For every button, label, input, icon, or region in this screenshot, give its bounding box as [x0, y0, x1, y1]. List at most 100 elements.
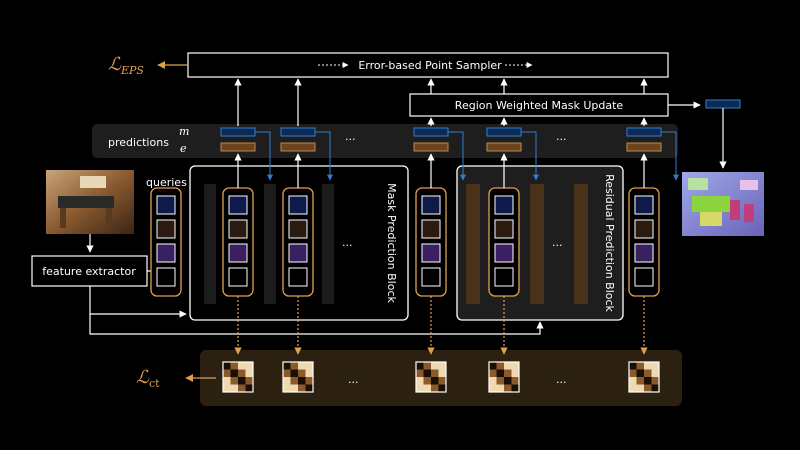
ct-matrix-cell	[245, 362, 253, 370]
ct-matrix-cell	[290, 369, 298, 377]
ct-matrix-frame	[415, 361, 447, 393]
loss-ct-sub: ct	[149, 377, 160, 390]
ct-matrix-cell	[438, 362, 446, 370]
ct-matrix-cell	[644, 377, 652, 385]
mask-prediction-token	[280, 127, 316, 137]
ct-ellipsis-2: ...	[556, 373, 567, 386]
mask-prediction-token	[413, 127, 449, 137]
mask-feedback-arrow	[521, 131, 539, 181]
error-prediction-token	[626, 142, 662, 152]
ct-matrix-cell	[223, 377, 231, 385]
ct-matrix-frame	[222, 361, 254, 393]
mask-feedback-arrow	[315, 131, 333, 181]
mask-block-label: Mask Prediction Block	[385, 183, 398, 303]
input-image	[46, 170, 134, 234]
query-cell	[288, 243, 308, 263]
ct-matrix-cell	[423, 362, 431, 370]
loss-eps: ℒEPS	[108, 54, 188, 77]
query-cell	[494, 267, 514, 287]
ct-matrix-cell	[245, 384, 253, 392]
svg-text:ℒct: ℒct	[136, 367, 160, 390]
query-column	[488, 187, 520, 297]
ct-matrix-frame	[488, 361, 520, 393]
ct-matrix-cell	[290, 362, 298, 370]
query-cell	[156, 243, 176, 263]
query-cell	[228, 219, 248, 239]
ct-matrix-cell	[305, 377, 313, 385]
mask-block-ellipsis: ...	[342, 236, 353, 249]
queries-label: queries	[146, 176, 187, 189]
ct-matrix	[282, 361, 314, 393]
query-cell	[494, 195, 514, 215]
ct-matrix-cell	[496, 384, 504, 392]
query-cell	[634, 243, 654, 263]
ct-matrix-cell	[629, 384, 637, 392]
ct-matrix-cell	[416, 384, 424, 392]
ct-matrix-cell	[283, 362, 291, 370]
ct-matrix-cell	[223, 362, 231, 370]
ct-matrix-cell	[305, 362, 313, 370]
ct-matrix-cell	[629, 369, 637, 377]
query-cell	[421, 219, 441, 239]
mask-feedback-arrow	[661, 131, 679, 181]
ct-matrix-cell	[644, 362, 652, 370]
output-segmentation-image	[682, 172, 764, 236]
ct-matrix-cell	[283, 384, 291, 392]
ct-matrix-cell	[496, 362, 504, 370]
ct-matrix-cell	[238, 377, 246, 385]
m-symbol: m	[179, 125, 189, 138]
ct-matrix-cell	[223, 384, 231, 392]
ct-matrix-cell	[290, 377, 298, 385]
ct-matrix-cell	[504, 384, 512, 392]
loss-eps-sub: EPS	[120, 64, 144, 77]
error-prediction-token	[220, 142, 256, 152]
ct-matrix-cell	[504, 377, 512, 385]
ct-matrix-cell	[238, 384, 246, 392]
ct-matrix-cell	[245, 369, 253, 377]
ct-matrix-cell	[511, 369, 519, 377]
query-column	[415, 187, 447, 297]
ct-matrix-cell	[644, 369, 652, 377]
ct-matrix-cell	[298, 384, 306, 392]
ct-matrix-cell	[431, 384, 439, 392]
query-cell	[156, 267, 176, 287]
residual-block-ellipsis: ...	[552, 236, 563, 249]
ct-matrix-cell	[629, 362, 637, 370]
ct-matrix-cell	[238, 362, 246, 370]
loss-ct: ℒct	[136, 367, 216, 390]
ct-matrix-cell	[636, 384, 644, 392]
ct-matrix-cell	[496, 369, 504, 377]
query-cell	[156, 219, 176, 239]
residual-prediction-block: ... Residual Prediction Block	[456, 165, 624, 321]
ct-matrix-cell	[423, 384, 431, 392]
query-cell	[634, 219, 654, 239]
ct-matrix-cell	[489, 369, 497, 377]
query-column	[282, 187, 314, 297]
query-cell	[421, 243, 441, 263]
e-symbol: e	[180, 142, 187, 155]
ct-matrix-cell	[298, 377, 306, 385]
ct-matrix-cell	[230, 377, 238, 385]
ct-matrix-cell	[438, 384, 446, 392]
ct-matrix-cell	[431, 369, 439, 377]
predictions-ellipsis-1: ...	[345, 130, 356, 143]
ct-matrix-cell	[230, 384, 238, 392]
ct-matrix-cell	[298, 362, 306, 370]
ct-matrix-cell	[651, 362, 659, 370]
ct-matrix-cell	[423, 377, 431, 385]
query-cell	[156, 195, 176, 215]
query-cell	[494, 219, 514, 239]
output-mask-token	[705, 99, 741, 109]
ct-matrix-cell	[223, 369, 231, 377]
sampler-label: Error-based Point Sampler	[358, 59, 502, 72]
ct-matrix-cell	[230, 362, 238, 370]
query-cell	[228, 267, 248, 287]
feature-extractor-label: feature extractor	[42, 265, 136, 278]
ct-matrix-frame	[282, 361, 314, 393]
ct-matrix-cell	[431, 362, 439, 370]
query-cell	[494, 243, 514, 263]
ct-matrix-cell	[416, 377, 424, 385]
sampler-arrows	[234, 78, 679, 355]
predictions-panel: predictions m e ... ...	[92, 124, 678, 158]
error-prediction-token	[280, 142, 316, 152]
